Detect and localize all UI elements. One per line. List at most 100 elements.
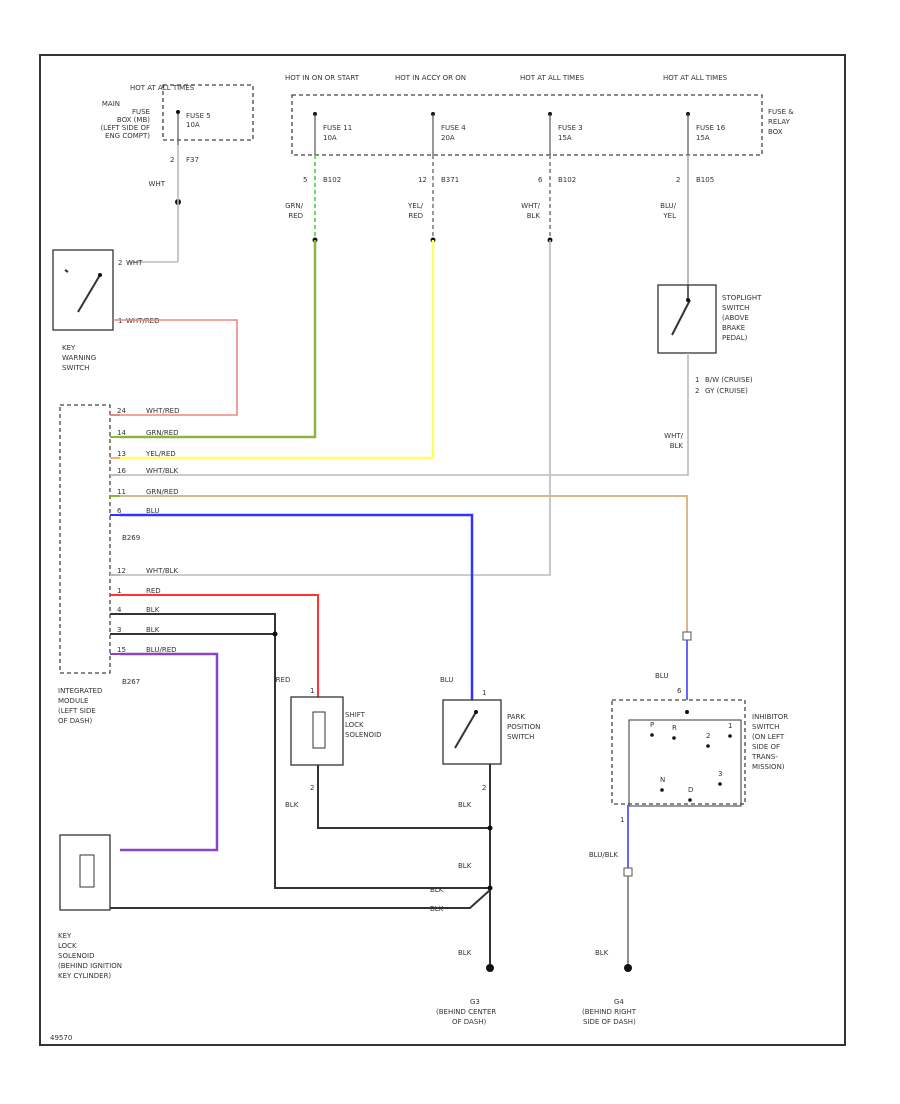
stop-wire-wht-blk-2: BLK — [670, 442, 684, 450]
key-lock-label-3: SOLENOID — [58, 952, 94, 960]
fuse3-rating: 15A — [558, 134, 572, 142]
ground-splice-2 — [487, 885, 493, 891]
stoplight-switch — [657, 284, 717, 354]
stop-switch-blade — [671, 299, 691, 336]
solenoid-pin-2: 2 — [310, 784, 314, 792]
inhibitor-label-5: TRANS- — [751, 753, 778, 761]
module-pin-wire-label: WHT/RED — [146, 407, 180, 415]
module-pin-wire-label: WHT/BLK — [146, 467, 179, 475]
stop-pin-note-1: B/W (CRUISE) — [705, 376, 753, 384]
stoplight-label-1: STOPLIGHT — [722, 294, 762, 302]
g4-wire-blk: BLK — [595, 949, 609, 957]
shift-lock-label-1: SHIFT — [345, 711, 366, 719]
module-pin-number: 14 — [117, 429, 126, 437]
fuse-relay-box — [291, 94, 763, 156]
wire-label-blu-yel-2: YEL — [662, 212, 676, 220]
inhibitor-contact-dot — [728, 734, 732, 738]
module-pin-number: 15 — [117, 646, 126, 654]
header-label-2: HOT IN ON OR START — [285, 74, 360, 82]
inhibitor-connector-top — [682, 631, 692, 641]
wire-red-to-solenoid — [120, 594, 319, 697]
connector-b105: B105 — [696, 176, 714, 184]
park-switch-pivot — [474, 710, 478, 714]
shift-lock-label-3: SOLENOID — [345, 731, 381, 739]
pin-f37: 2 — [170, 156, 174, 164]
fuse3-name: FUSE 3 — [558, 124, 583, 132]
module-pin-number: 24 — [117, 407, 126, 415]
inhibitor-contact-dot — [706, 744, 710, 748]
key-switch-contact — [64, 269, 69, 273]
wire-blk-pin4 — [120, 613, 490, 889]
module-pin-wire-label: RED — [146, 587, 161, 595]
inhibitor-label-1: INHIBITOR — [752, 713, 788, 721]
key-switch-wire-wht: WHT — [126, 259, 143, 267]
integrated-module-label-4: OF DASH) — [58, 717, 93, 725]
wire-blu-to-park — [120, 513, 474, 700]
inhibitor-position-label: 3 — [718, 770, 722, 778]
pin-b371: 12 — [418, 176, 427, 184]
wire-label-wht-blk-1: WHT/ — [521, 202, 540, 210]
wire-blk-solenoid-ground — [317, 765, 490, 829]
module-pin-number: 4 — [117, 606, 122, 614]
park-label-3: SWITCH — [507, 733, 534, 741]
inhibitor-label-4: SIDE OF — [752, 743, 780, 751]
park-label-2: POSITION — [507, 723, 540, 731]
wire-wht-blk-stop — [120, 353, 689, 476]
wire-label-grn-red-1: GRN/ — [285, 202, 304, 210]
connector-b371: B371 — [441, 176, 459, 184]
connector-b102-a: B102 — [323, 176, 341, 184]
connector-f37: F37 — [186, 156, 199, 164]
module-pin-wire-label: BLK — [146, 606, 160, 614]
key-lock-label-4: (BEHIND IGNITION — [58, 962, 122, 970]
fuse5-name: FUSE 5 — [186, 112, 211, 120]
main-fuse-box-label-5: ENG COMPT) — [105, 132, 150, 140]
wire-blu-red — [120, 652, 219, 852]
park-pin-1: 1 — [482, 689, 486, 697]
wire-label-yel-red-1: YEL/ — [407, 202, 424, 210]
fuse4-name: FUSE 4 — [441, 124, 466, 132]
wire-label-blu-blk: BLU/BLK — [589, 851, 619, 859]
pin-b102-a: 5 — [303, 176, 307, 184]
fuse11-name: FUSE 11 — [323, 124, 352, 132]
ground-g3 — [486, 964, 494, 972]
stop-pin-note-2: GY (CRUISE) — [705, 387, 748, 395]
module-pin-number: 11 — [117, 488, 126, 496]
key-warning-switch-label-3: SWITCH — [62, 364, 89, 372]
shift-lock-solenoid — [290, 696, 344, 766]
key-lock-wire-blk-2: BLK — [430, 905, 444, 913]
fuse5-rating: 10A — [186, 121, 200, 129]
key-warning-switch — [52, 249, 114, 331]
ground-splice-1 — [487, 825, 493, 831]
integrated-module — [59, 404, 111, 674]
stop-pin-1: 1 — [695, 376, 699, 384]
module-pin-wire-label: BLU — [146, 507, 159, 515]
diagram-frame — [39, 54, 846, 1046]
inhibitor-label-6: MISSION) — [752, 763, 785, 771]
integrated-module-label-3: (LEFT SIDE — [58, 707, 96, 715]
fuse5-node — [176, 110, 180, 114]
key-switch-pin-2: 2 — [118, 259, 122, 267]
key-lock-coil — [79, 854, 95, 888]
integrated-module-label-2: MODULE — [58, 697, 88, 705]
park-pin-2: 2 — [482, 784, 486, 792]
inhibitor-pin-1: 1 — [620, 816, 624, 824]
stop-pin-2: 2 — [695, 387, 699, 395]
stoplight-label-5: PEDAL) — [722, 334, 748, 342]
inhibitor-position-label: D — [688, 786, 693, 794]
module-pin-number: 13 — [117, 450, 126, 458]
key-switch-pivot — [98, 273, 102, 277]
g4-label-1: G4 — [614, 998, 624, 1006]
module-connector-b269: B269 — [122, 534, 140, 542]
wire-grn-red — [120, 240, 317, 439]
module-pin-number: 3 — [117, 626, 121, 634]
inhibitor-position-label: 2 — [706, 732, 710, 740]
integrated-module-label-1: INTEGRATED — [58, 687, 102, 695]
wire-grn-red-to-inhibitor — [120, 495, 688, 635]
solenoid-wire-red: RED — [276, 676, 291, 684]
fuse-relay-box-label-1: FUSE & — [768, 108, 794, 116]
module-pin-number: 1 — [117, 587, 121, 595]
fuse16-name: FUSE 16 — [696, 124, 726, 132]
module-pin-wire-label: BLK — [146, 626, 160, 634]
inhibitor-contact-dot — [688, 798, 692, 802]
module-pin-number: 6 — [117, 507, 122, 515]
